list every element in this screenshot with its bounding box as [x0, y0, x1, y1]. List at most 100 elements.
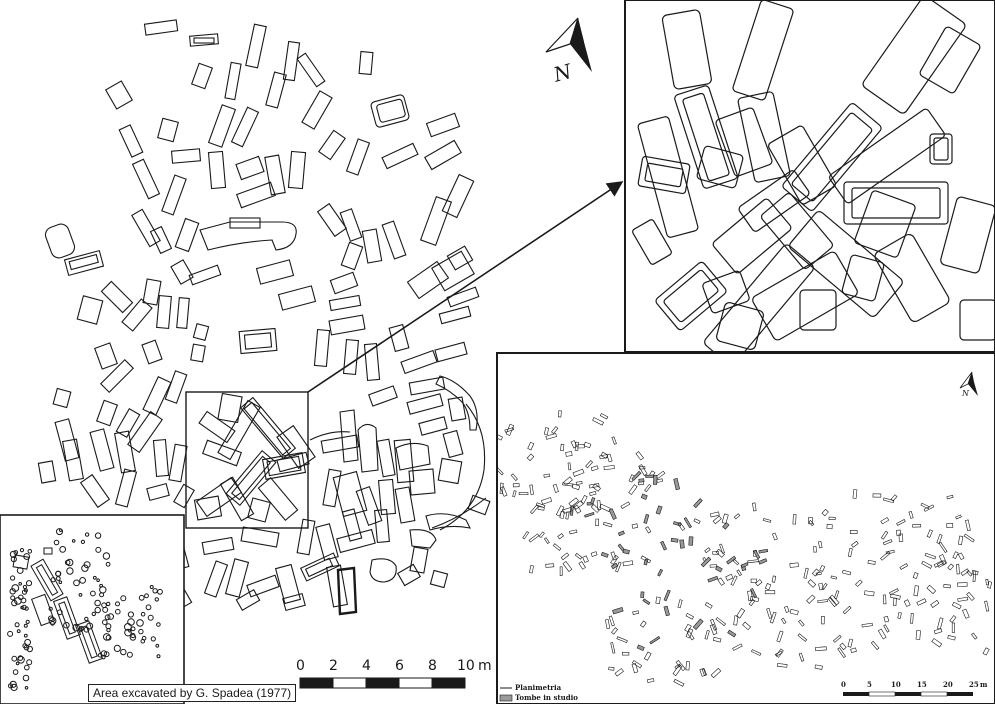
site-tomb	[715, 548, 725, 558]
site-tomb	[562, 506, 573, 514]
site-tomb	[595, 518, 600, 527]
site-tomb	[931, 638, 943, 648]
site-tomb	[811, 568, 820, 577]
site-tomb	[951, 601, 962, 610]
spadea-stone	[105, 634, 112, 641]
site-tomb	[628, 484, 638, 495]
spadea-stone	[18, 582, 23, 586]
north-label: N	[550, 59, 576, 87]
site-scale-tick-10: 10	[891, 680, 901, 689]
site-tomb	[947, 563, 955, 571]
site-tomb	[930, 599, 940, 608]
site-tomb	[528, 533, 540, 543]
spadea-stone	[17, 655, 24, 661]
site-tomb	[882, 539, 893, 546]
spadea-stone	[101, 655, 106, 660]
spadea-stone	[138, 594, 145, 601]
spadea-stone	[81, 564, 89, 572]
site-tomb	[683, 517, 692, 529]
spadea-stone	[25, 619, 30, 625]
site-tomb	[772, 532, 778, 541]
site-tomb	[888, 588, 899, 596]
site-tomb	[814, 664, 823, 670]
main-scale-tick-4: 4	[362, 658, 371, 674]
spadea-stone	[73, 579, 80, 587]
site-tomb	[762, 518, 772, 523]
site-tomb	[715, 565, 723, 573]
site-tomb	[926, 529, 933, 538]
site-tomb	[913, 585, 920, 597]
spadea-stone	[94, 606, 101, 614]
site-tomb	[541, 497, 553, 505]
site-tomb	[645, 474, 654, 478]
site-tomb	[686, 631, 695, 641]
site-tomb	[639, 466, 646, 470]
site-tomb	[589, 491, 597, 496]
site-tomb	[657, 568, 664, 577]
spadea-stone	[25, 580, 33, 587]
site-tomb	[551, 426, 559, 435]
site-tomb	[839, 642, 847, 651]
site-tomb	[764, 583, 772, 591]
site-tomb	[631, 470, 642, 481]
site-tomb	[640, 591, 645, 598]
spadea-stone	[48, 606, 53, 612]
site-tomb	[677, 521, 686, 531]
spadea-stone	[71, 539, 76, 543]
site-tomb	[529, 504, 539, 515]
spadea-stone	[150, 636, 156, 642]
spadea-stone	[154, 597, 160, 602]
spadea-stone	[56, 528, 63, 536]
site-tomb	[602, 521, 613, 528]
site-scale-tick-0: 0	[841, 680, 846, 689]
site-tomb	[910, 613, 914, 624]
spadea-stone	[107, 613, 114, 620]
site-scale-unit: m	[980, 680, 988, 689]
site-tomb	[486, 451, 491, 460]
site-tomb	[897, 612, 902, 619]
spadea-stone	[26, 645, 33, 653]
spadea-stone	[103, 651, 110, 658]
spadea-stone	[55, 576, 61, 581]
site-tomb	[685, 612, 694, 620]
site-tomb	[565, 451, 573, 457]
site-tomb	[915, 630, 921, 640]
spadea-stone	[22, 674, 30, 682]
site-tomb	[726, 555, 737, 565]
site-tomb	[826, 524, 833, 530]
site-tomb	[955, 514, 962, 520]
spadea-stone	[59, 528, 63, 532]
site-tomb	[966, 591, 975, 601]
site-tomb	[672, 664, 683, 677]
site-tomb	[893, 597, 897, 607]
spadea-inset	[0, 514, 185, 704]
spadea-stone	[127, 611, 134, 618]
site-tomb	[510, 473, 518, 482]
spadea-stone	[63, 621, 70, 629]
site-scale-tick-20: 20	[943, 680, 953, 689]
site-tomb	[535, 502, 546, 508]
site-tomb	[872, 493, 882, 498]
site-tomb	[813, 546, 817, 553]
site-tomb	[971, 570, 979, 576]
site-tomb	[600, 451, 609, 459]
spadea-stone	[102, 552, 111, 560]
site-tomb	[870, 640, 880, 651]
site-tomb	[608, 508, 617, 520]
site-tomb	[574, 552, 583, 560]
site-tomb	[645, 526, 652, 534]
site-overview-inset: N	[486, 352, 995, 704]
spadea-stone	[124, 628, 132, 637]
spadea-caption: Area excavated by G. Spadea (1977)	[88, 684, 297, 702]
site-tomb	[903, 599, 911, 607]
site-tomb	[590, 503, 600, 513]
spadea-stone	[10, 595, 16, 601]
spadea-stone	[145, 604, 152, 611]
site-tomb	[617, 530, 625, 537]
site-tomb	[912, 524, 922, 528]
site-tomb	[766, 607, 773, 619]
site-tomb	[693, 518, 701, 524]
spadea-stone	[99, 583, 103, 588]
site-tomb	[789, 562, 799, 568]
site-tomb	[660, 540, 667, 551]
